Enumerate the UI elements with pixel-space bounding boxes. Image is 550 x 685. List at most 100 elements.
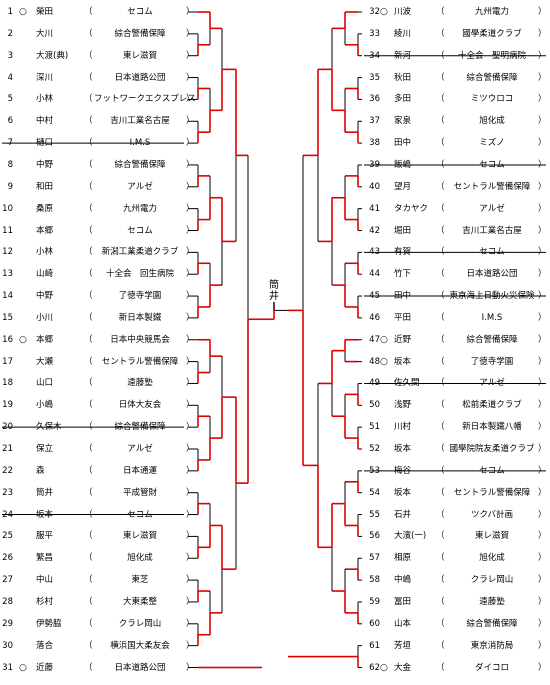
- entry-number: 26: [2, 553, 13, 564]
- paren-open: （: [84, 334, 93, 345]
- club-name: 東レ滋賀: [122, 50, 157, 61]
- entry-number: 59: [369, 596, 380, 607]
- entry-number: 22: [2, 465, 13, 476]
- entry-number: 48: [369, 356, 380, 367]
- entry-number: 24: [2, 509, 13, 520]
- player-name: 山本: [394, 618, 412, 629]
- player-name: 石井: [394, 509, 412, 520]
- paren-open: （: [84, 509, 93, 520]
- paren-open: （: [84, 553, 93, 564]
- paren-close: ）: [186, 444, 195, 454]
- paren-close: ）: [186, 662, 195, 673]
- entry-number: 17: [2, 356, 13, 367]
- entry-number: 40: [369, 181, 380, 192]
- player-name: 保立: [36, 444, 54, 454]
- club-name: 國學院院友柔道クラブ: [449, 444, 535, 454]
- paren-close: ）: [186, 509, 195, 520]
- club-name: 遠藤塾: [127, 378, 153, 389]
- paren-close: ）: [186, 596, 195, 607]
- paren-open: （: [436, 247, 445, 258]
- paren-close: ）: [538, 181, 547, 192]
- entry-number: 11: [2, 225, 13, 236]
- paren-open: （: [436, 509, 445, 520]
- paren-open: （: [436, 94, 445, 105]
- paren-open: （: [436, 159, 445, 170]
- entry-number: 50: [369, 400, 380, 411]
- paren-close: ）: [186, 422, 195, 433]
- club-name: アルゼ: [127, 444, 153, 454]
- club-name: 吉川工業名古屋: [110, 116, 170, 127]
- paren-open: （: [436, 334, 445, 345]
- club-name: 東芝: [131, 575, 149, 586]
- player-name: 伊勢脇: [36, 618, 62, 629]
- paren-close: ）: [538, 247, 547, 258]
- paren-close: ）: [538, 28, 547, 39]
- club-name: セントラル警備保障: [453, 181, 531, 192]
- seed-marker: ○: [380, 334, 388, 345]
- entry-row: 48○坂本（了徳寺学園）: [0, 352, 550, 372]
- paren-close: ）: [538, 444, 547, 454]
- club-name: 東京海上日動火災保険: [449, 291, 535, 302]
- entry-number: 6: [7, 116, 13, 127]
- entry-number: 45: [369, 291, 380, 302]
- paren-close: ）: [538, 7, 547, 17]
- player-name: 落合: [36, 640, 54, 651]
- entry-number: 43: [369, 247, 380, 258]
- paren-close: ）: [186, 247, 195, 258]
- club-name: セコム: [127, 225, 153, 236]
- paren-close: ）: [186, 553, 195, 564]
- paren-open: （: [436, 138, 445, 149]
- seed-marker: ○: [19, 662, 27, 673]
- club-name: 新潟工業柔道クラブ: [101, 247, 179, 258]
- entry-number: 5: [7, 94, 13, 105]
- club-name: 東レ滋賀: [122, 531, 157, 542]
- player-name: 飯嶋: [394, 159, 412, 170]
- player-name: 佐久間: [394, 378, 420, 389]
- club-name: 綜合警備保障: [466, 72, 518, 83]
- paren-open: （: [436, 225, 445, 236]
- entry-number: 12: [2, 247, 13, 258]
- club-name: 吉川工業名古屋: [462, 225, 522, 236]
- paren-close: ）: [538, 225, 547, 236]
- paren-close: ）: [538, 400, 547, 411]
- club-name: 日本通運: [122, 465, 157, 476]
- entry-number: 30: [2, 640, 13, 651]
- paren-close: ）: [538, 596, 547, 607]
- paren-open: （: [436, 422, 445, 433]
- paren-open: （: [84, 94, 93, 105]
- paren-open: （: [436, 28, 445, 39]
- paren-open: （: [436, 269, 445, 280]
- club-name: 日本道路公団: [114, 72, 166, 83]
- entry-number: 46: [369, 312, 380, 323]
- paren-close: ）: [538, 312, 547, 323]
- player-name: 樋口: [36, 138, 54, 149]
- paren-close: ）: [186, 575, 195, 586]
- player-name: 繁昌: [36, 553, 54, 564]
- club-name: セントラル警備保障: [453, 487, 531, 498]
- entry-number: 4: [7, 72, 13, 83]
- paren-open: （: [84, 247, 93, 258]
- paren-open: （: [436, 618, 445, 629]
- club-name: ミズノ: [479, 138, 505, 149]
- paren-open: （: [84, 662, 93, 673]
- club-name: 綜合警備保障: [466, 334, 518, 345]
- player-name: 浅野: [394, 400, 412, 411]
- entry-row: 32○川波（九州電力）: [0, 2, 550, 22]
- club-name: 日本中央競馬会: [110, 334, 170, 345]
- club-name: アルゼ: [127, 181, 153, 192]
- paren-close: ）: [538, 269, 547, 280]
